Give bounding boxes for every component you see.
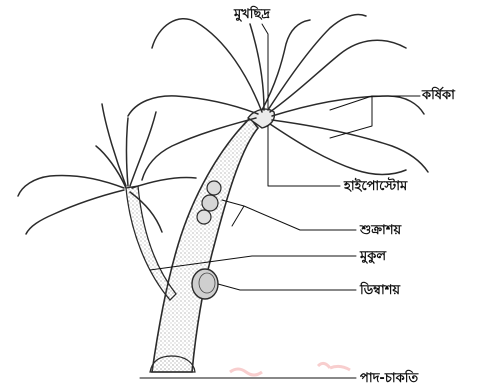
ovary bbox=[192, 269, 218, 299]
bud-stalk bbox=[126, 186, 176, 300]
label-ovary: ডিম্বাশয় bbox=[360, 284, 400, 297]
label-testes: শুক্রাশয় bbox=[360, 224, 401, 237]
bud-tentacles bbox=[18, 104, 196, 234]
main-tentacles bbox=[128, 15, 428, 181]
label-mouth: মুখছিদ্র bbox=[234, 8, 270, 21]
label-tentacles: কর্ষিকা bbox=[422, 89, 455, 102]
label-basal-disc: পাদ-চাকতি bbox=[360, 372, 418, 385]
watermark bbox=[230, 363, 350, 375]
label-bud: মুকুল bbox=[360, 250, 386, 263]
body-column bbox=[152, 118, 258, 372]
label-hypostome: হাইপোস্টোম bbox=[344, 180, 407, 193]
